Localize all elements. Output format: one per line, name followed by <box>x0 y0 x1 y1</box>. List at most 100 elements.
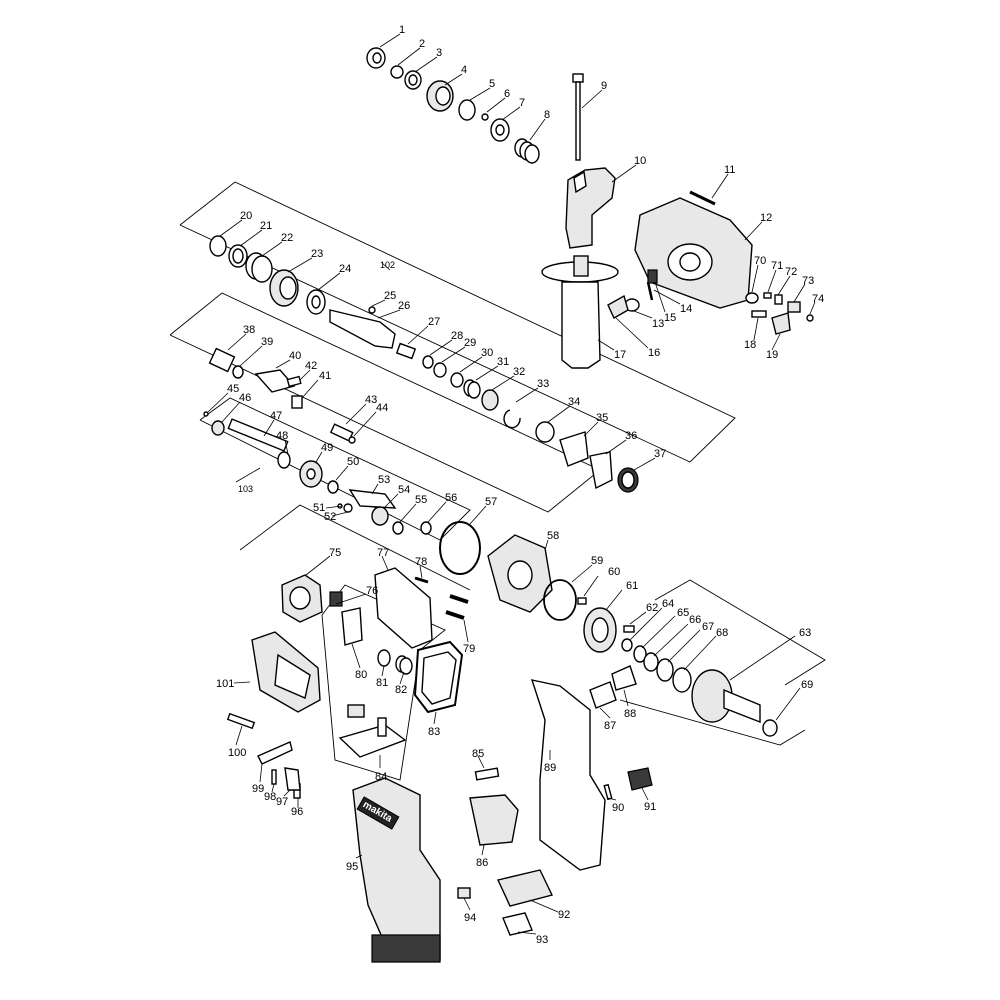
part-99-lever <box>257 741 293 765</box>
part-label-79: 79 <box>463 643 475 655</box>
part-label-46: 46 <box>239 392 251 404</box>
part-label-18: 18 <box>744 339 756 351</box>
part-3-washer <box>404 70 422 90</box>
part-label-72: 72 <box>785 266 797 278</box>
part-37-spring <box>617 467 639 493</box>
part-label-40: 40 <box>289 350 301 362</box>
part-label-103: 103 <box>238 484 253 494</box>
part-44-screw <box>348 436 356 444</box>
part-1-seal <box>366 47 386 69</box>
part-78-pin <box>414 576 429 584</box>
part-94-clip <box>457 887 471 899</box>
part-label-26: 26 <box>398 300 410 312</box>
part-20-ring <box>209 235 227 257</box>
part-label-22: 22 <box>281 232 293 244</box>
part-label-52: 52 <box>324 511 336 523</box>
part-50-washer <box>327 480 339 494</box>
part-label-77: 77 <box>377 547 389 559</box>
part-label-87: 87 <box>604 720 616 732</box>
part-label-43: 43 <box>365 394 377 406</box>
part-90-screw <box>603 783 613 801</box>
part-label-63: 63 <box>799 627 811 639</box>
part-85-trigger-part <box>474 767 500 781</box>
part-label-73: 73 <box>802 275 814 287</box>
part-label-68: 68 <box>716 627 728 639</box>
part-label-86: 86 <box>476 857 488 869</box>
part-7-washer <box>490 118 510 142</box>
part-95-housing: makita <box>352 777 441 963</box>
part-label-56: 56 <box>445 492 457 504</box>
part-32-sleeve <box>481 389 499 411</box>
part-100-pin <box>226 712 256 730</box>
part-label-70: 70 <box>754 255 766 267</box>
part-84-controller <box>338 717 407 758</box>
part-label-14: 14 <box>680 303 692 315</box>
part-label-76: 76 <box>366 585 378 597</box>
part-25-ball <box>368 306 376 314</box>
part-label-3: 3 <box>436 47 442 59</box>
part-label-97: 97 <box>276 796 288 808</box>
part-number-labels: 1 2 3 4 5 6 7 8 9 10 11 12 13 14 15 16 1… <box>216 24 824 946</box>
part-label-23: 23 <box>311 248 323 260</box>
part-73-block <box>787 301 801 313</box>
part-40-piston <box>254 369 296 393</box>
part-label-91: 91 <box>644 801 656 813</box>
part-2-ring <box>390 65 404 79</box>
part-86-switch <box>469 794 519 846</box>
part-label-21: 21 <box>260 220 272 232</box>
part-label-83: 83 <box>428 726 440 738</box>
group-frame-102 <box>179 181 736 463</box>
part-label-96: 96 <box>291 806 303 818</box>
part-label-5: 5 <box>489 78 495 90</box>
part-23-bearing <box>269 269 299 307</box>
part-29-washer <box>433 362 447 378</box>
part-74-screw <box>806 314 814 322</box>
part-label-81: 81 <box>376 677 388 689</box>
part-label-15: 15 <box>664 312 676 324</box>
part-17-side-handle <box>541 255 619 369</box>
part-88-label <box>611 665 637 691</box>
part-label-62: 62 <box>646 602 658 614</box>
part-label-48: 48 <box>276 430 288 442</box>
part-label-42: 42 <box>305 360 317 372</box>
part-24-washer <box>306 289 326 315</box>
part-label-20: 20 <box>240 210 252 222</box>
part-label-66: 66 <box>689 614 701 626</box>
part-label-61: 61 <box>626 580 638 592</box>
part-label-27: 27 <box>428 316 440 328</box>
part-66-spacer <box>643 652 659 672</box>
part-label-88: 88 <box>624 708 636 720</box>
part-label-29: 29 <box>464 337 476 349</box>
part-label-28: 28 <box>451 330 463 342</box>
part-72-clip <box>774 294 783 305</box>
leader-lines <box>207 33 816 935</box>
part-41-bracket <box>291 395 303 409</box>
part-47-shaft <box>227 418 289 452</box>
part-label-7: 7 <box>519 97 525 109</box>
part-64-washer <box>621 638 633 652</box>
part-label-93: 93 <box>536 934 548 946</box>
part-label-55: 55 <box>415 494 427 506</box>
part-26-tool-holder <box>329 309 396 349</box>
part-38-sleeve <box>208 347 236 373</box>
part-6-ball <box>481 113 489 121</box>
part-61-bearing-plate <box>583 607 617 653</box>
part-label-58: 58 <box>547 530 559 542</box>
part-label-49: 49 <box>321 442 333 454</box>
part-83-gasket <box>413 640 464 714</box>
part-label-45: 45 <box>227 383 239 395</box>
part-label-2: 2 <box>419 38 425 50</box>
part-18-spring <box>751 310 767 318</box>
part-68-washer <box>672 667 692 693</box>
part-label-44: 44 <box>376 402 388 414</box>
part-label-82: 82 <box>395 684 407 696</box>
part-label-16: 16 <box>648 347 660 359</box>
part-33-retaining-ring <box>503 409 521 429</box>
part-label-51: 51 <box>313 502 325 514</box>
part-77-motor-housing <box>374 567 433 649</box>
part-35-plate <box>559 431 589 467</box>
part-98-pin <box>271 769 277 785</box>
part-39-oring <box>232 365 244 379</box>
part-label-78: 78 <box>415 556 427 568</box>
